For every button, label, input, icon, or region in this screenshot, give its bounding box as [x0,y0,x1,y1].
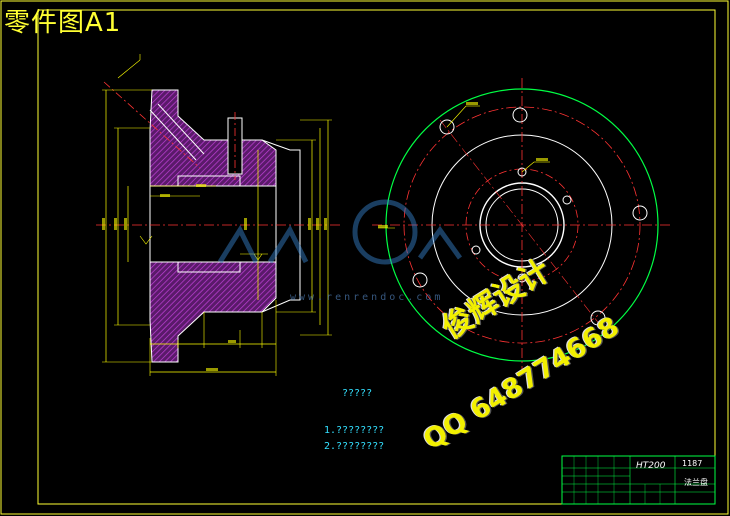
note-item-1: 1.???????? [324,425,385,436]
note-item-2: 2.???????? [324,441,385,452]
title-block-material: HT200 [636,461,666,471]
section-hatch-lower [149,261,277,363]
section-view [96,54,340,376]
inner-frame [37,9,716,505]
watermark-logo [217,199,463,265]
title-block-drawing-no: 1187 [682,459,703,468]
title-block-part-name: 法兰盘 [684,478,708,487]
section-hatch-upper [149,89,277,187]
front-view [372,78,672,372]
watermark-url: www.renrendoc.com [290,292,444,303]
notes-heading: ????? [342,388,373,399]
sheet-title: 零件图A1 [4,8,122,38]
title-block [561,455,716,505]
bore-outline [149,185,277,263]
